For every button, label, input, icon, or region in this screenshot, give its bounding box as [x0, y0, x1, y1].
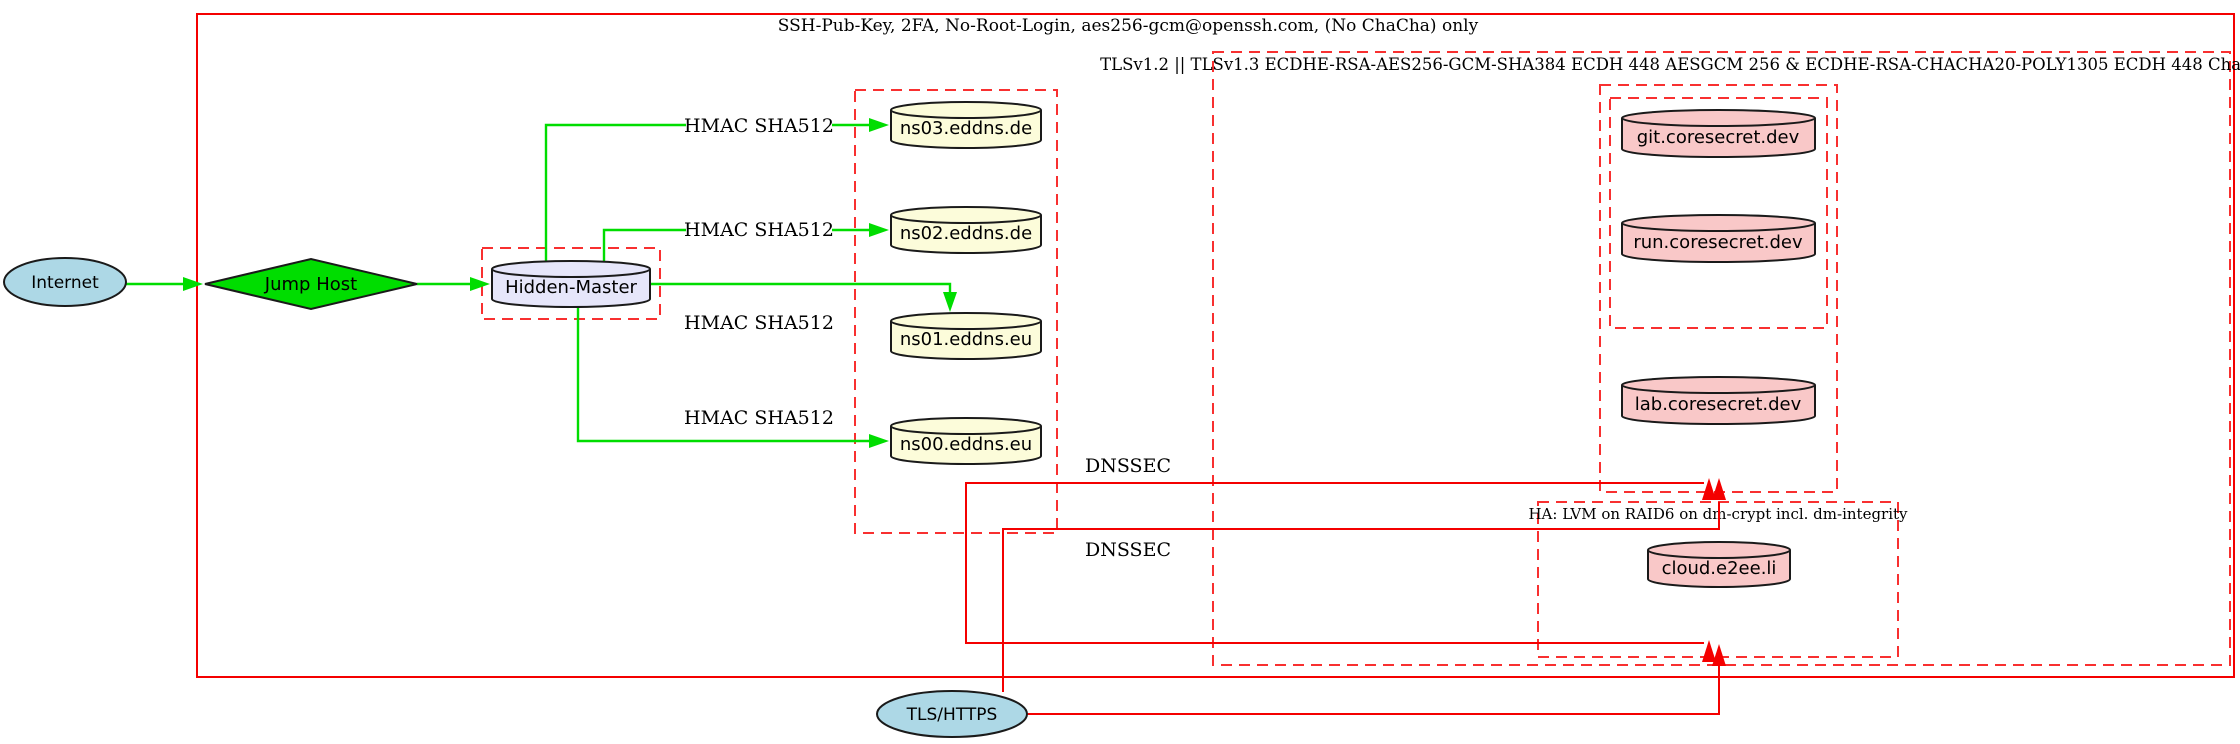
hidden-master-node-label: Hidden-Master [505, 277, 637, 298]
ns01-node: ns01.eddns.eu [890, 312, 1042, 360]
git-node: git.coresecret.dev [1621, 109, 1816, 158]
ns00-node: ns00.eddns.eu [890, 417, 1042, 465]
tls-cluster-label: TLSv1.2 || TLSv1.3 ECDHE-RSA-AES256-GCM-… [1100, 55, 2240, 74]
run-node: run.coresecret.dev [1621, 214, 1816, 263]
hmac-label-ns01: HMAC SHA512 [684, 312, 834, 334]
edge-hidden-master-to-ns02 [602, 223, 889, 262]
ns02-node-label: ns02.eddns.de [900, 223, 1032, 244]
ssh-cluster-label: SSH-Pub-Key, 2FA, No-Root-Login, aes256-… [778, 16, 1479, 36]
edge-hidden-master-to-ns00 [576, 307, 889, 448]
tls-https-node-label: TLS/HTTPS [906, 705, 998, 725]
edge-eddns-to-coresecret-dnssec [965, 478, 1716, 531]
edge-tls-https-to-coresecret [1002, 478, 1726, 692]
hmac-label-ns02: HMAC SHA512 [684, 219, 834, 241]
ns03-node: ns03.eddns.de [890, 101, 1042, 149]
hmac-label-ns03: HMAC SHA512 [684, 115, 834, 137]
eddns-cluster-box [854, 89, 1058, 534]
run-node-label: run.coresecret.dev [1633, 232, 1803, 253]
internet-node: Internet [3, 257, 127, 307]
edge-hidden-master-to-ns03 [544, 118, 889, 262]
edge-hidden-master-to-ns01 [651, 282, 957, 312]
edge-internet-to-jump-host [126, 277, 203, 291]
ssh-cluster-box [196, 13, 2235, 678]
hmac-label-ns00: HMAC SHA512 [684, 407, 834, 429]
jump-host-node: Jump Host [204, 257, 418, 311]
ns03-node-label: ns03.eddns.de [900, 118, 1032, 139]
coresecret-inner-cluster-box [1609, 97, 1828, 329]
cloud-node: cloud.e2ee.li [1647, 541, 1791, 588]
edge-tls-https-to-ha [1027, 644, 1726, 715]
dnssec-label-1: DNSSEC [1085, 455, 1171, 477]
cloud-node-label: cloud.e2ee.li [1662, 558, 1777, 579]
tls-cluster-box [1212, 51, 2231, 666]
edge-eddns-to-ha-dnssec [965, 531, 1716, 662]
ns01-node-label: ns01.eddns.eu [900, 329, 1032, 350]
lab-node: lab.coresecret.dev [1621, 376, 1816, 425]
dnssec-label-2: DNSSEC [1085, 539, 1171, 561]
jump-host-node-label: Jump Host [264, 274, 357, 295]
ns00-node-label: ns00.eddns.eu [900, 434, 1032, 455]
git-node-label: git.coresecret.dev [1637, 127, 1800, 148]
internet-node-label: Internet [31, 273, 99, 293]
tls-https-node: TLS/HTTPS [876, 690, 1028, 738]
ns02-node: ns02.eddns.de [890, 206, 1042, 254]
hidden-master-node: Hidden-Master [491, 260, 651, 308]
edge-jump-host-to-hidden-master [417, 277, 490, 291]
lab-node-label: lab.coresecret.dev [1635, 394, 1802, 415]
